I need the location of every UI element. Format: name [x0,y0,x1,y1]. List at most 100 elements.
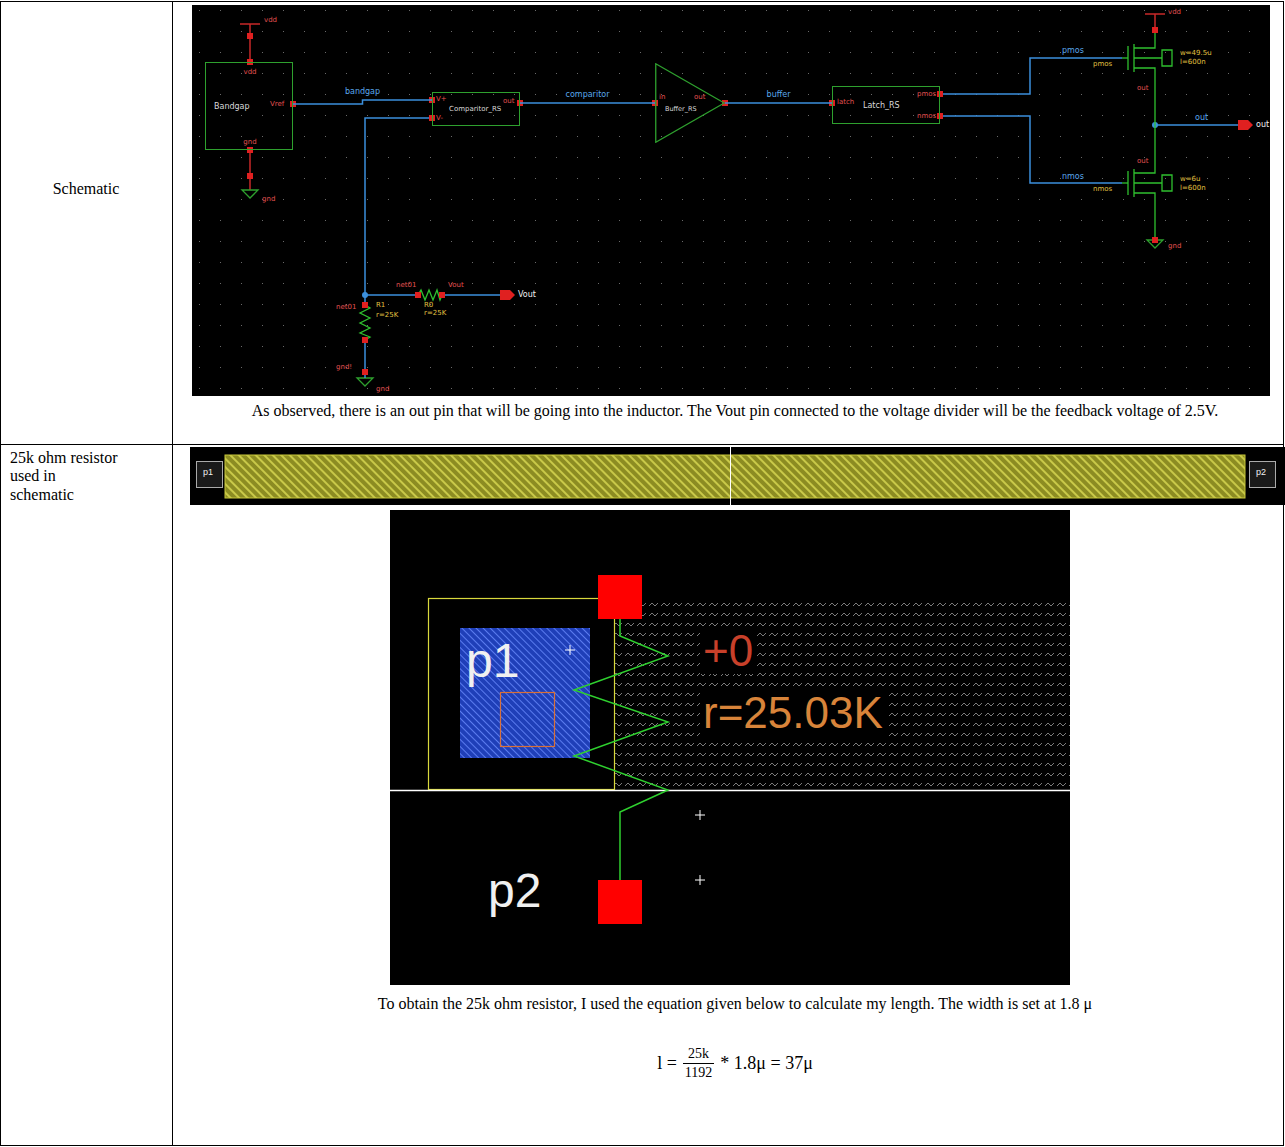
latch-block: latchLatch_RSpmosnmos [832,86,940,124]
layout-zoom [574,619,668,880]
table-grid [172,2,173,1146]
resistor-value: r=25K [376,312,398,319]
bandgap-block: vddBandgapVrefgnd [205,62,293,150]
equation-part: * 1.8μ = 37μ [720,1054,812,1072]
ground-symbol [242,190,1163,386]
layout-strip [190,447,1285,505]
net-label: gnd [262,196,275,203]
equation: l = 25k1192 * 1.8μ = 37μ [190,1040,1280,1086]
ground-symbol [357,378,373,386]
pin-name: pmos [917,91,936,98]
pin-marker [1152,27,1158,33]
wire [940,116,1122,183]
pin-marker [247,147,253,153]
device-parameter: w=49.5u [1180,50,1212,57]
transistor-symbol [1134,68,1155,125]
layout-label: +0 [700,628,756,674]
layout-zoom [615,598,1070,790]
wire-label: buffer [765,91,793,99]
net-label: gnd! [336,364,352,371]
equation-part: l = [657,1054,677,1072]
terminal-label: p2 [488,866,541,916]
ground-symbol [242,190,258,198]
wire-label: comparitor [564,91,612,99]
pin-marker [937,113,943,119]
layout-strip [225,455,1245,498]
transistor-symbol [1134,175,1172,191]
row-heading: Schematic [53,181,120,197]
table-grid [1,444,1284,445]
layout-zoom [390,510,1070,985]
pin-name: latch [837,99,854,106]
resistor-value: r=25K [424,310,446,317]
pin-marker [1238,120,1253,130]
pin-marker [1152,237,1158,243]
instance-name: R0 [424,302,433,309]
net-label: vdd [264,17,277,24]
wire-label: nmos [1062,173,1084,181]
layout-zoom [598,880,642,924]
junction-dot [362,122,1158,298]
device-parameter: l=600n [1180,185,1206,192]
pin-name: out [1256,121,1269,129]
resistor-symbol [360,305,370,340]
resistor-symbol [418,290,442,300]
layout-strip [190,447,1285,505]
wire [725,102,832,104]
pin-name: nmos [917,113,936,120]
junction-dot [362,292,368,298]
pin-marker [247,33,253,39]
buffer-symbol: inBuffer_RSout [655,63,725,143]
terminal-label: p1 [203,468,213,477]
comparator-block: V+V-Comparitor_RSout [432,92,520,126]
pin-name: in [659,94,665,101]
schematic-canvas [192,5,1270,396]
pin-marker [362,337,368,343]
wire [940,58,1122,94]
pin-name: vdd [243,69,256,76]
buffer-outline [655,63,725,143]
terminal-label: p1 [466,636,519,686]
schematic-canvas [192,5,1270,396]
wire [442,294,500,296]
pin-name: V- [436,115,443,122]
net-label: gnd [376,386,389,393]
caption: As observed, there is an out pin that wi… [190,402,1280,420]
net-label: gnd [1168,243,1181,250]
pin-name: out [503,98,514,105]
caption: To obtain the 25k ohm resistor, I used t… [190,995,1280,1013]
pin-marker [247,173,253,179]
net-label: out [1137,158,1148,165]
supply-symbol [249,150,251,190]
resistor-value: r=25.03K [700,690,886,736]
device-parameter: w=6u [1180,176,1200,183]
block-name: Comparitor_RS [449,106,501,113]
equation-denominator: 1192 [683,1063,714,1080]
row-heading: 25k ohm resistor used in schematic [10,449,118,504]
net-label: vdd [1168,9,1181,16]
layout-zoom [390,790,1070,792]
net-label: Vout [448,282,464,289]
instance-name: nmos [1093,186,1112,193]
layout-strip [1250,462,1276,488]
pin-marker [937,91,943,97]
transistor-symbol [1134,193,1155,240]
fraction: 25k1192 [683,1047,714,1080]
equation-numerator: 25k [688,1047,709,1063]
instance-name: pmos [1093,61,1112,68]
pin-name: gnd [243,139,256,146]
transistor-symbol [1122,182,1128,183]
block-name: Bandgap [214,103,250,111]
layout-zoom [565,645,705,885]
pin-marker [415,292,421,298]
supply-symbol [240,14,1165,190]
transistor-symbol [1122,30,1172,240]
pin-marker [362,302,368,308]
instance-name: R1 [376,302,385,309]
transistor-symbol [1134,50,1172,66]
